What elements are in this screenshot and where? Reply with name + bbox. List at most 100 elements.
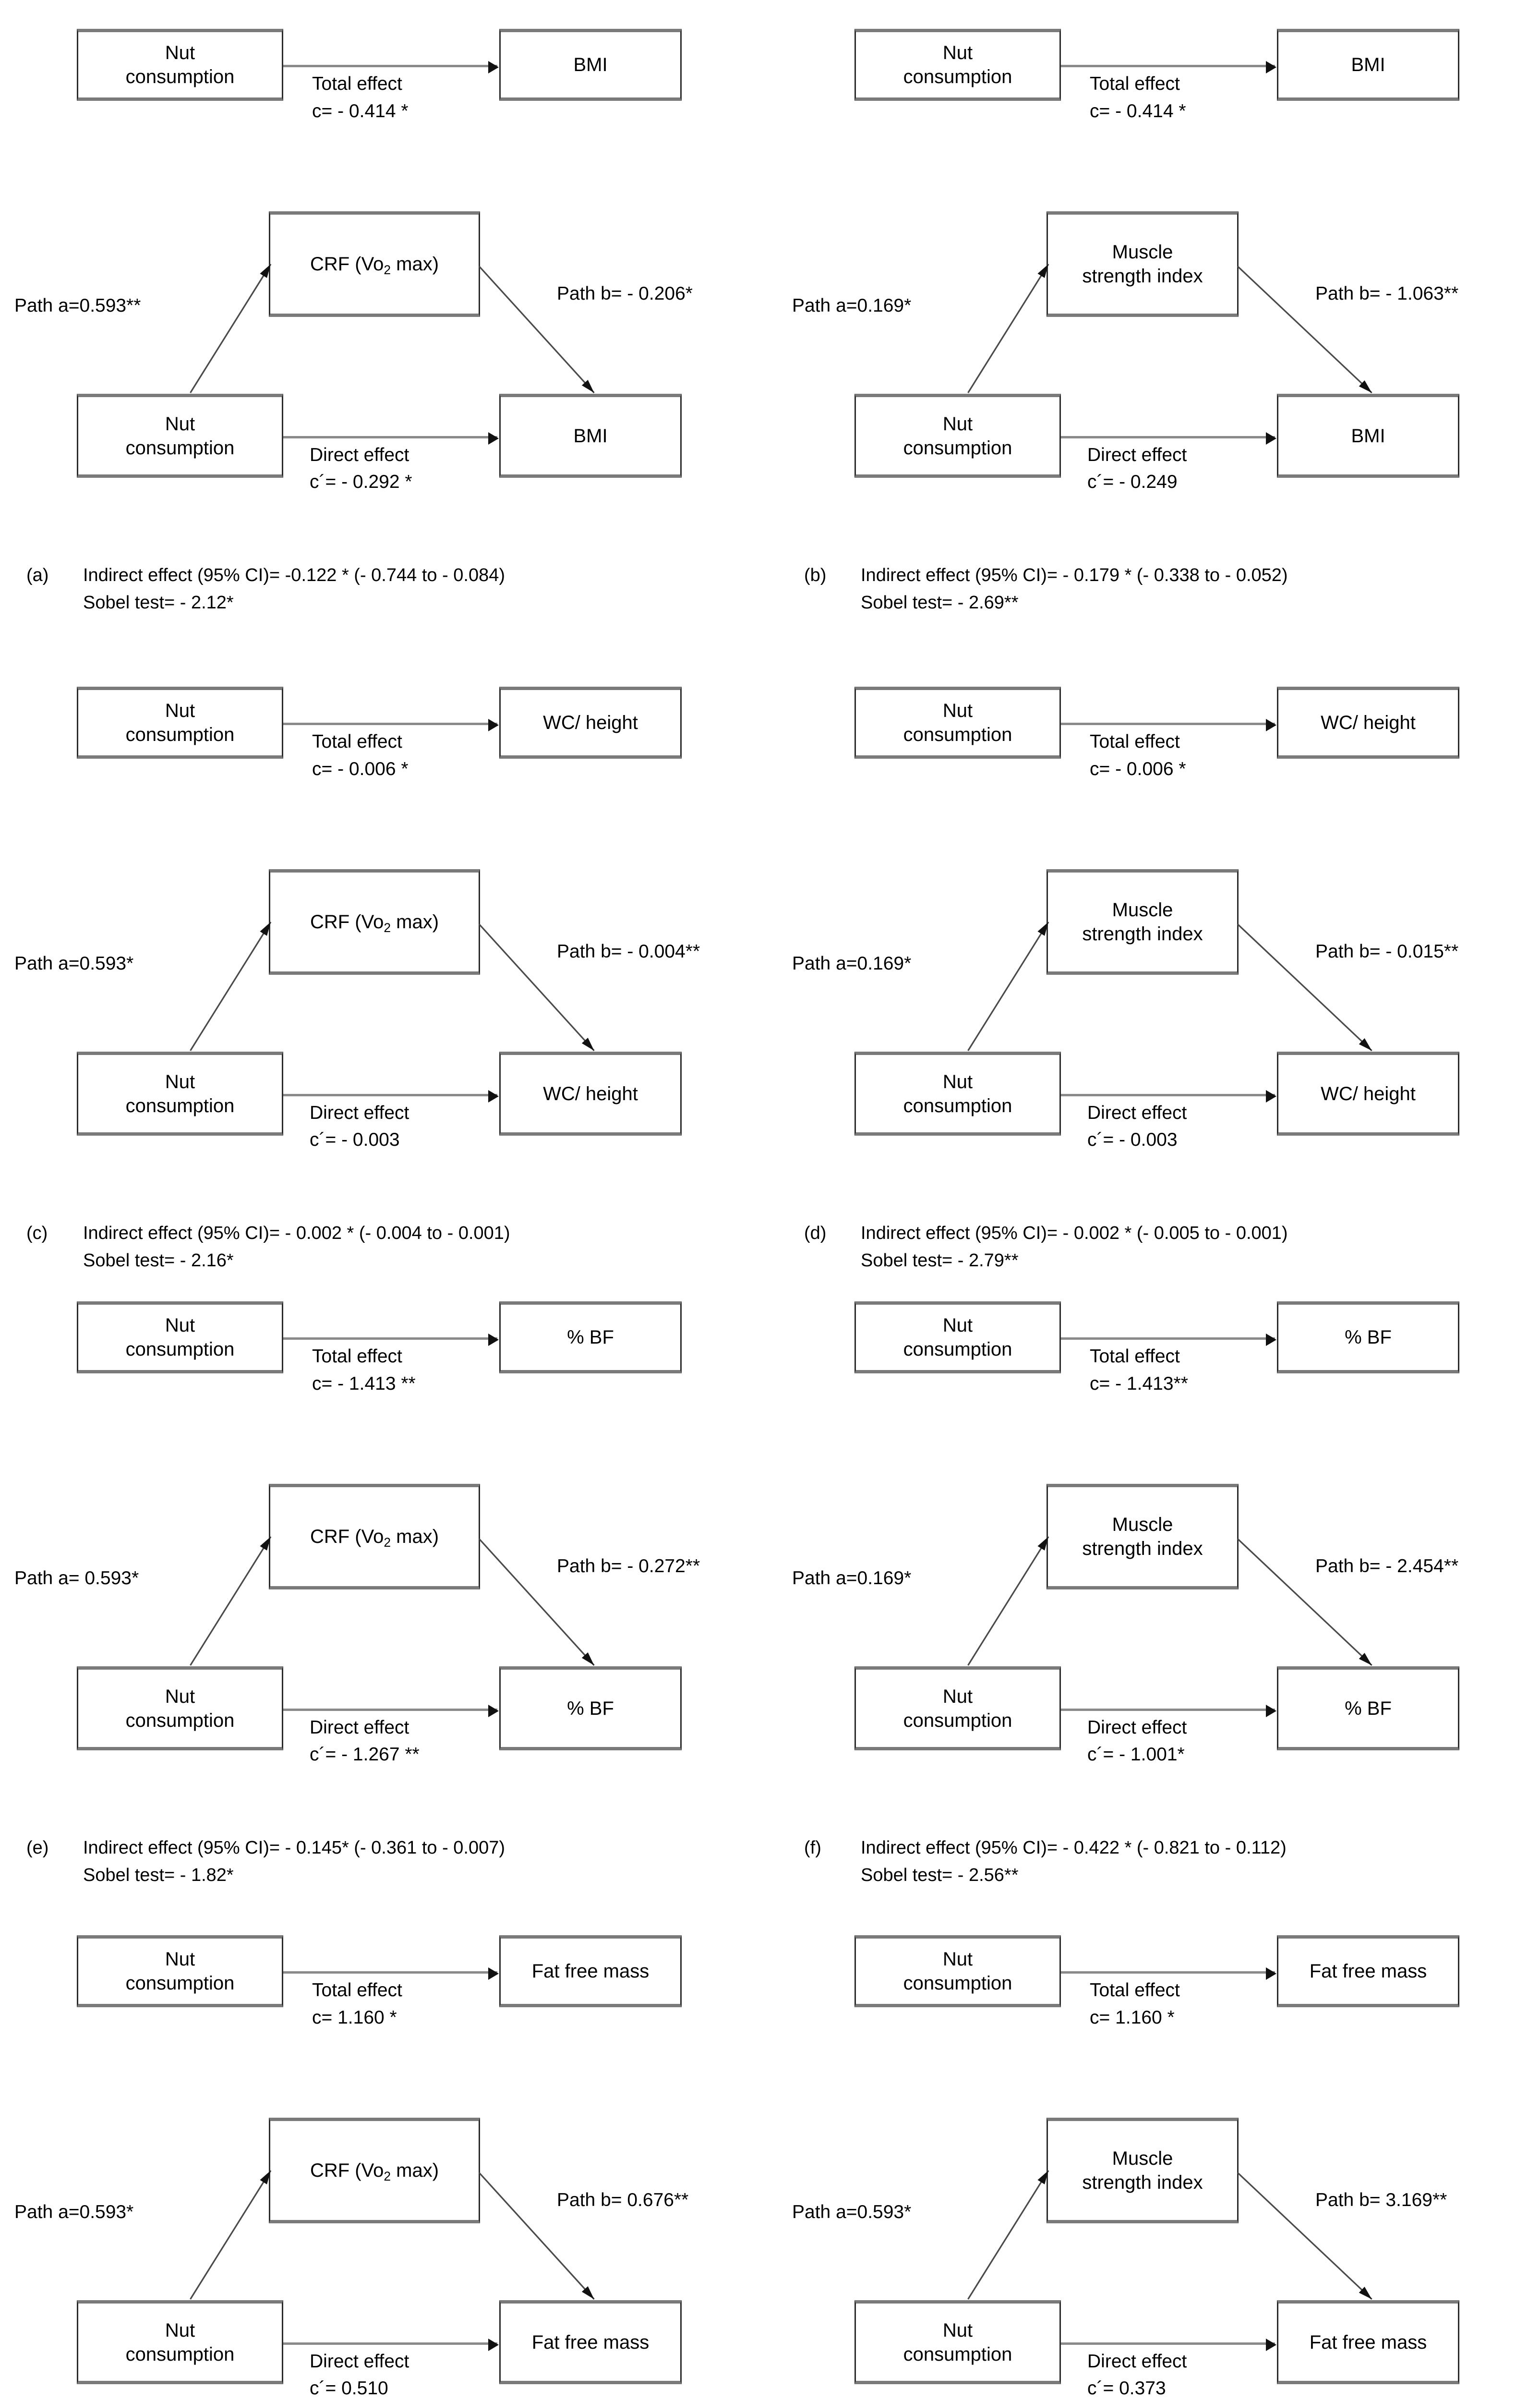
panel-tag-f: (f) bbox=[804, 1838, 821, 1858]
path-a-label-g: Path a=0.593* bbox=[14, 2202, 134, 2222]
node-label: Fat free mass bbox=[531, 2331, 650, 2353]
node-label: Fat free mass bbox=[1309, 2331, 1427, 2353]
path-b-label-e: Path b= - 0.272** bbox=[557, 1556, 700, 1576]
panel-tag-b: (b) bbox=[804, 565, 827, 585]
total-effect-value: c= - 1.413** bbox=[1090, 1373, 1188, 1394]
node-label: WC/ height bbox=[1321, 712, 1416, 733]
outcome-node-total-g: Fat free mass bbox=[499, 1935, 682, 2007]
panel-caption-b: (b) Indirect effect (95% CI)= - 0.179 * (… bbox=[804, 562, 1288, 617]
direct-effect-arrow-g bbox=[283, 2338, 499, 2351]
direct-effect-arrow-c bbox=[283, 1090, 499, 1103]
outcome-node-total-b: BMI bbox=[1277, 29, 1459, 101]
sobel-test-text-d: Sobel test= - 2.79** bbox=[861, 1250, 1019, 1271]
indirect-effect-text-a: Indirect effect (95% CI)= -0.122 * (- 0.… bbox=[83, 565, 505, 585]
direct-effect-value: c´= - 0.292 * bbox=[310, 472, 412, 493]
node-label: CRF (Vo2 max) bbox=[310, 254, 439, 277]
total-effect-label: Total effect bbox=[1090, 1346, 1180, 1367]
outcome-node-total-f: % BF bbox=[1277, 1301, 1459, 1373]
path-a-label-h: Path a=0.593* bbox=[792, 2202, 912, 2222]
outcome-node-total-h: Fat free mass bbox=[1277, 1935, 1459, 2007]
node-label: WC/ height bbox=[1321, 1083, 1416, 1104]
sobel-test-text-b: Sobel test= - 2.69** bbox=[861, 593, 1019, 613]
direct-effect-value: c´= 0.510 bbox=[310, 2378, 388, 2399]
outcome-node-a: BMI bbox=[499, 394, 682, 478]
path-a-label-d: Path a=0.169* bbox=[792, 953, 912, 974]
direct-effect-label: Direct effect bbox=[1087, 2351, 1187, 2372]
path-a-label-f: Path a=0.169* bbox=[792, 1568, 912, 1589]
outcome-node-f: % BF bbox=[1277, 1666, 1459, 1750]
path-a-label-a: Path a=0.593** bbox=[14, 295, 141, 316]
total-effect-value: c= - 0.006 * bbox=[1090, 758, 1186, 779]
total-effect-label: Total effect bbox=[312, 73, 402, 94]
direct-effect-arrow-e bbox=[283, 1704, 499, 1717]
direct-effect-value: c´= - 1.001* bbox=[1087, 1744, 1185, 1765]
outcome-node-d: WC/ height bbox=[1277, 1052, 1459, 1136]
outcome-node-total-d: WC/ height bbox=[1277, 687, 1459, 759]
outcome-node-g: Fat free mass bbox=[499, 2300, 682, 2384]
direct-effect-value: c´= - 1.267 ** bbox=[310, 1744, 420, 1765]
node-label: WC/ height bbox=[543, 712, 638, 733]
mediator-node-a: CRF (Vo2 max) bbox=[269, 211, 480, 317]
direct-effect-label: Direct effect bbox=[1087, 1717, 1187, 1738]
panel-caption-f: (f) Indirect effect (95% CI)= - 0.422 * (… bbox=[804, 1834, 1287, 1889]
path-a-label-e: Path a= 0.593* bbox=[14, 1568, 139, 1589]
node-label: BMI bbox=[1351, 54, 1385, 75]
direct-effect-arrow-f bbox=[1061, 1704, 1276, 1717]
indirect-effect-text-d: Indirect effect (95% CI)= - 0.002 * (- 0… bbox=[861, 1223, 1288, 1243]
node-label: Fat free mass bbox=[531, 1961, 650, 1982]
total-effect-value: c= - 0.414 * bbox=[312, 100, 409, 121]
indirect-effect-text-b: Indirect effect (95% CI)= - 0.179 * (- 0… bbox=[861, 565, 1288, 585]
panel-caption-d: (d)Indirect effect (95% CI)= - 0.002 * (… bbox=[804, 1220, 1288, 1274]
total-effect-label: Total effect bbox=[312, 1346, 402, 1367]
total-effect-value: c= 1.160 * bbox=[1090, 2007, 1175, 2028]
direct-effect-label: Direct effect bbox=[310, 1102, 409, 1123]
total-effect-arrow-e bbox=[283, 1334, 499, 1346]
outcome-node-b: BMI bbox=[1277, 394, 1459, 478]
node-label: WC/ height bbox=[543, 1083, 638, 1104]
mediator-node-g: CRF (Vo2 max) bbox=[269, 2118, 480, 2223]
panel-tag-c: (c) bbox=[26, 1223, 48, 1243]
total-effect-text-f: Total effect c= - 1.413** bbox=[1090, 1343, 1188, 1397]
path-a-label-b: Path a=0.169* bbox=[792, 295, 912, 316]
outcome-node-total-c: WC/ height bbox=[499, 687, 682, 759]
path-b-label-b: Path b= - 1.063** bbox=[1315, 283, 1459, 304]
outcome-node-c: WC/ height bbox=[499, 1052, 682, 1136]
node-label: % BF bbox=[1345, 1327, 1392, 1348]
indirect-effect-text-f: Indirect effect (95% CI)= - 0.422 * (- 0… bbox=[861, 1838, 1287, 1858]
indirect-effect-text-c: Indirect effect (95% CI)= - 0.002 * (- 0… bbox=[83, 1223, 510, 1243]
node-label: BMI bbox=[1351, 425, 1385, 447]
mediator-node-e: CRF (Vo2 max) bbox=[269, 1484, 480, 1589]
path-b-label-f: Path b= - 2.454** bbox=[1315, 1556, 1459, 1576]
direct-effect-arrow-d bbox=[1061, 1090, 1276, 1103]
node-label: BMI bbox=[573, 54, 608, 75]
indirect-effect-text-e: Indirect effect (95% CI)= - 0.145* (- 0.… bbox=[83, 1838, 505, 1858]
